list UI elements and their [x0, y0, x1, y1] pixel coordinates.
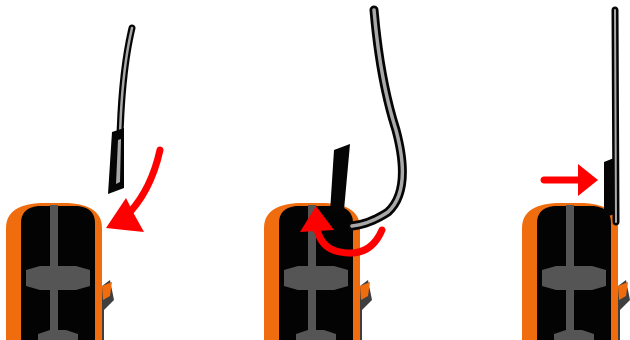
cable-3-end [604, 158, 614, 218]
step-1-group [6, 24, 164, 340]
cable-1-end-highlight [116, 139, 121, 184]
arrow-2-head [300, 206, 334, 232]
cable-2-end [330, 144, 350, 212]
cable-2-core [350, 8, 405, 228]
cable-1-core [118, 26, 134, 137]
cable-1-end [108, 128, 124, 194]
tire-1 [6, 203, 114, 340]
cable-3-core [614, 9, 617, 223]
arrow-1-head [106, 198, 144, 232]
arrow-2 [312, 218, 386, 257]
step-2-overlay [300, 5, 407, 257]
step-3-overlay [540, 6, 620, 226]
arrow-3-head [578, 164, 598, 196]
